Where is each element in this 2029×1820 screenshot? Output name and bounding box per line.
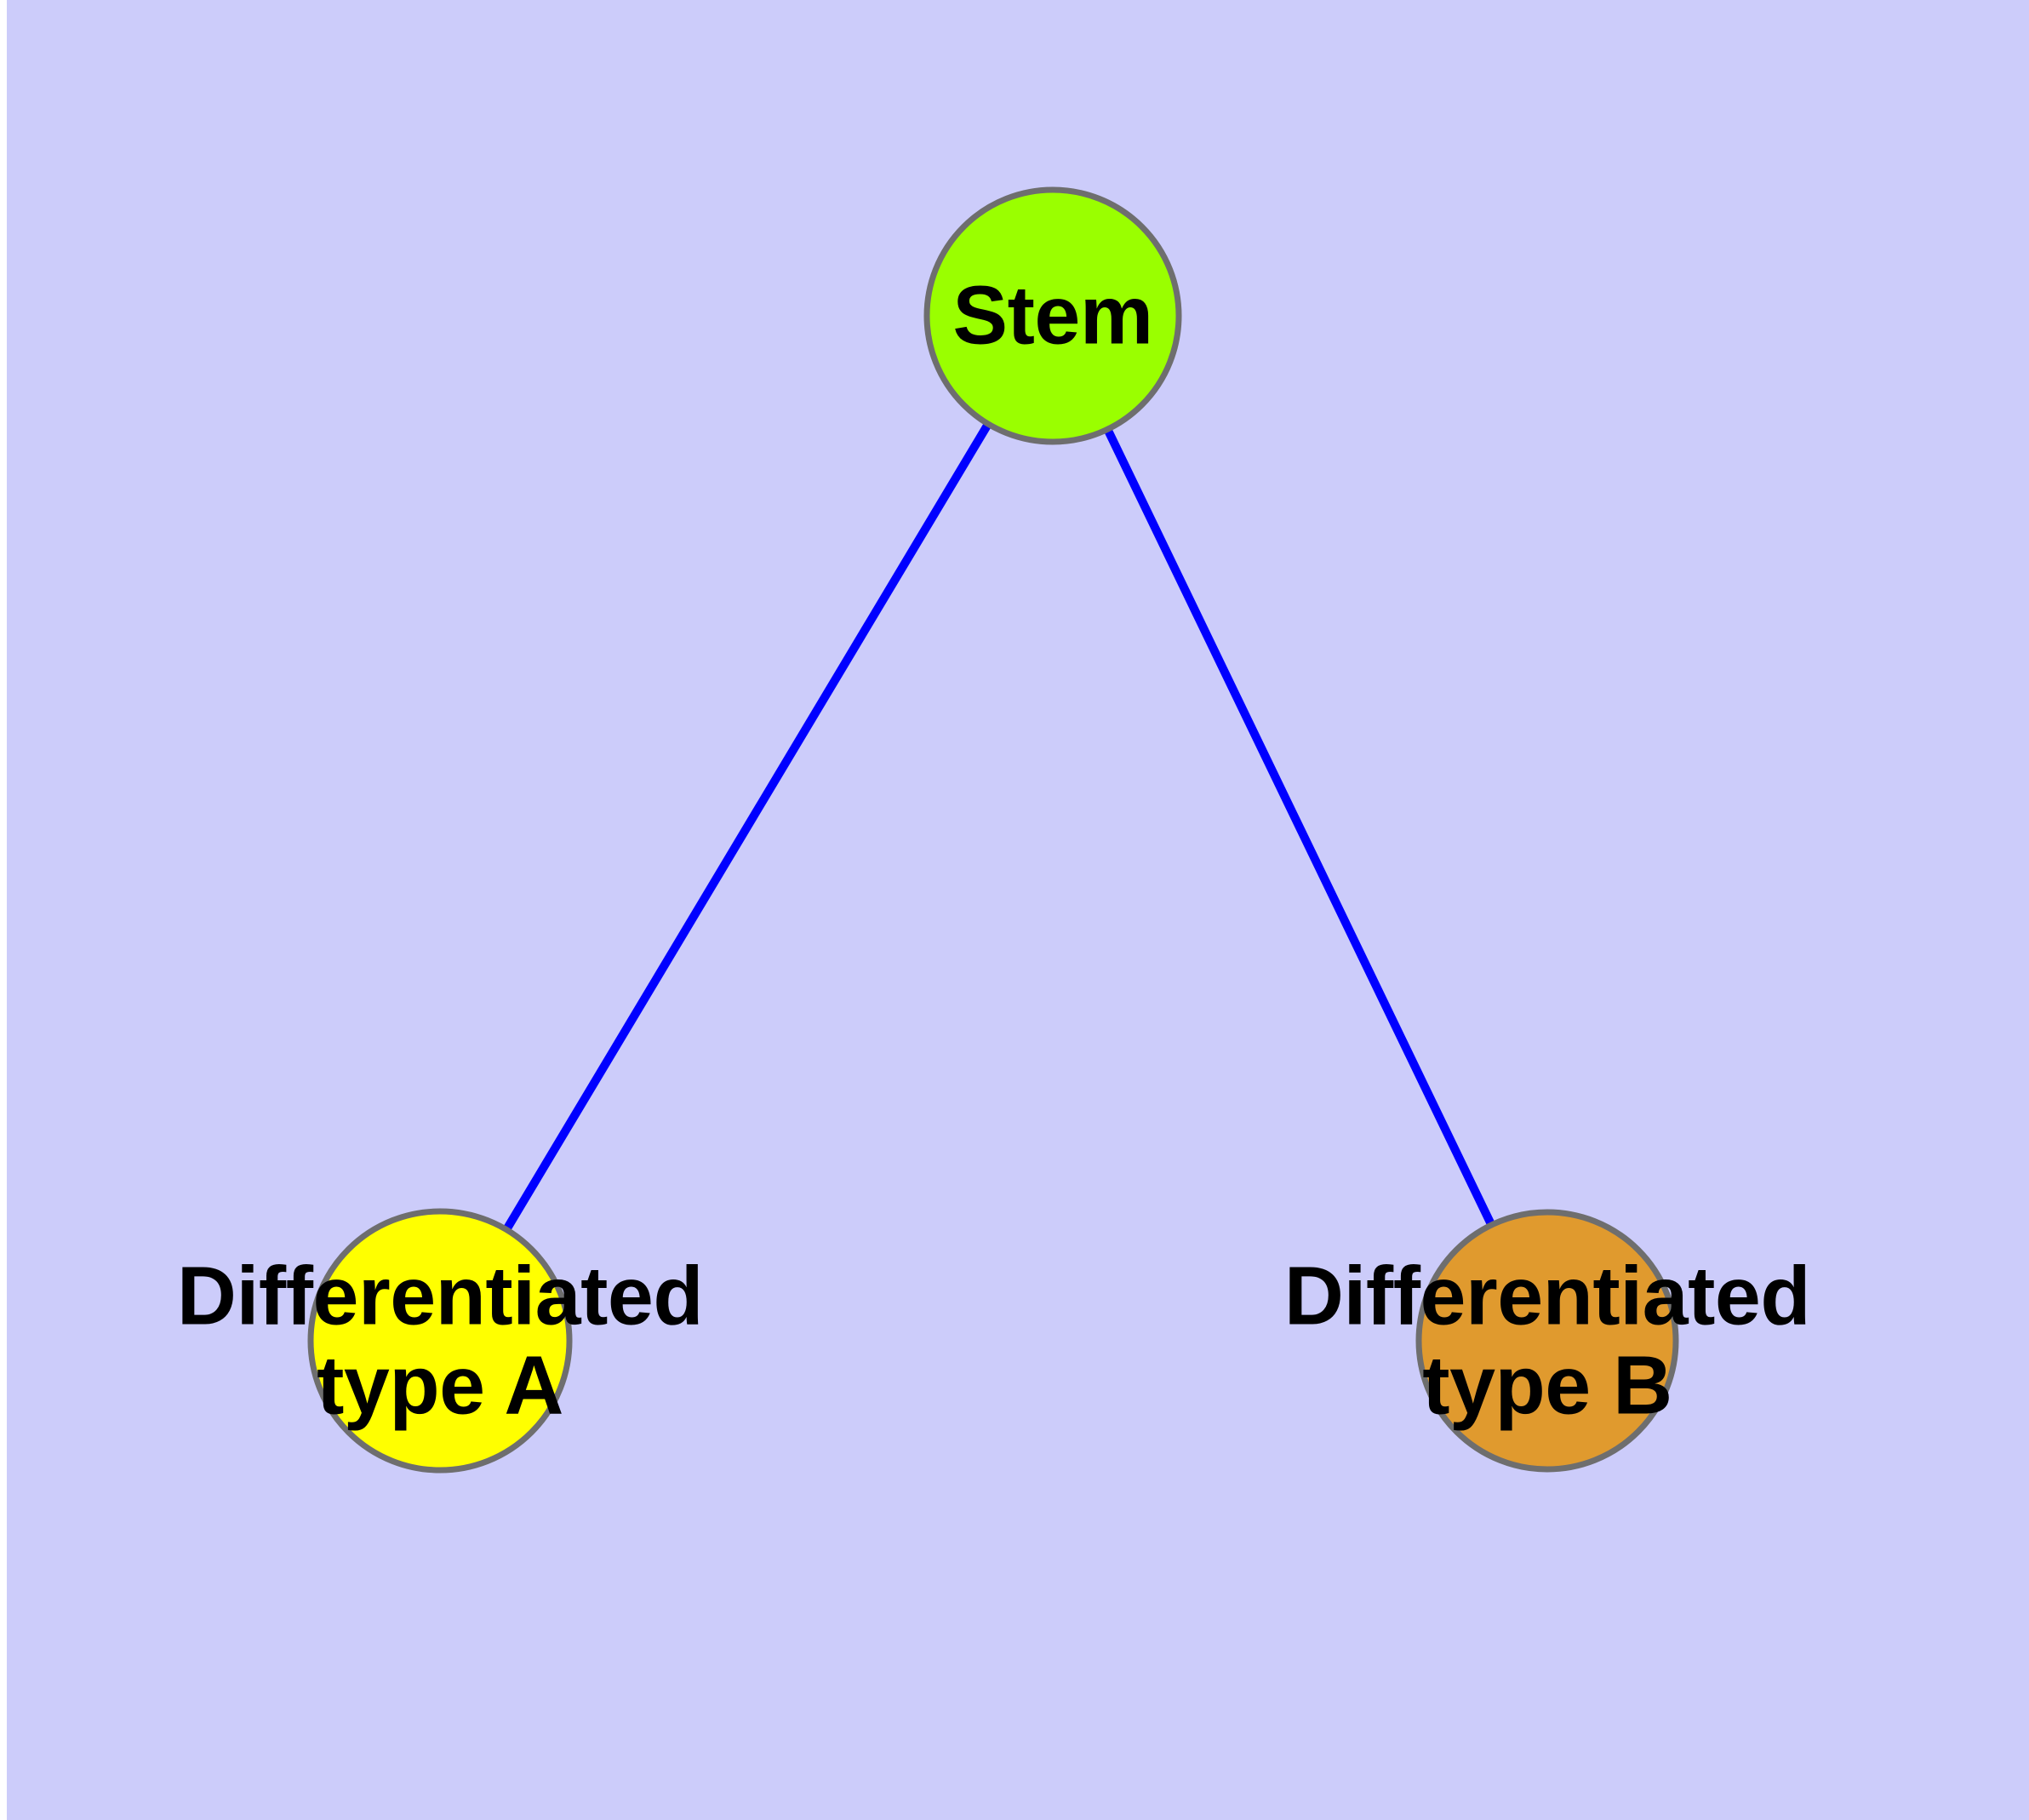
edge-layer	[436, 313, 1552, 1343]
graph-edge-stem-to-diff-a[interactable]	[436, 313, 1057, 1343]
node-layer	[307, 186, 1679, 1474]
graph-node-diff_b[interactable]	[1415, 1209, 1679, 1473]
graph-node-stem[interactable]	[923, 186, 1182, 445]
graph-edge-stem-to-diff-b[interactable]	[1049, 313, 1552, 1343]
graph-node-diff_a[interactable]	[307, 1208, 573, 1474]
